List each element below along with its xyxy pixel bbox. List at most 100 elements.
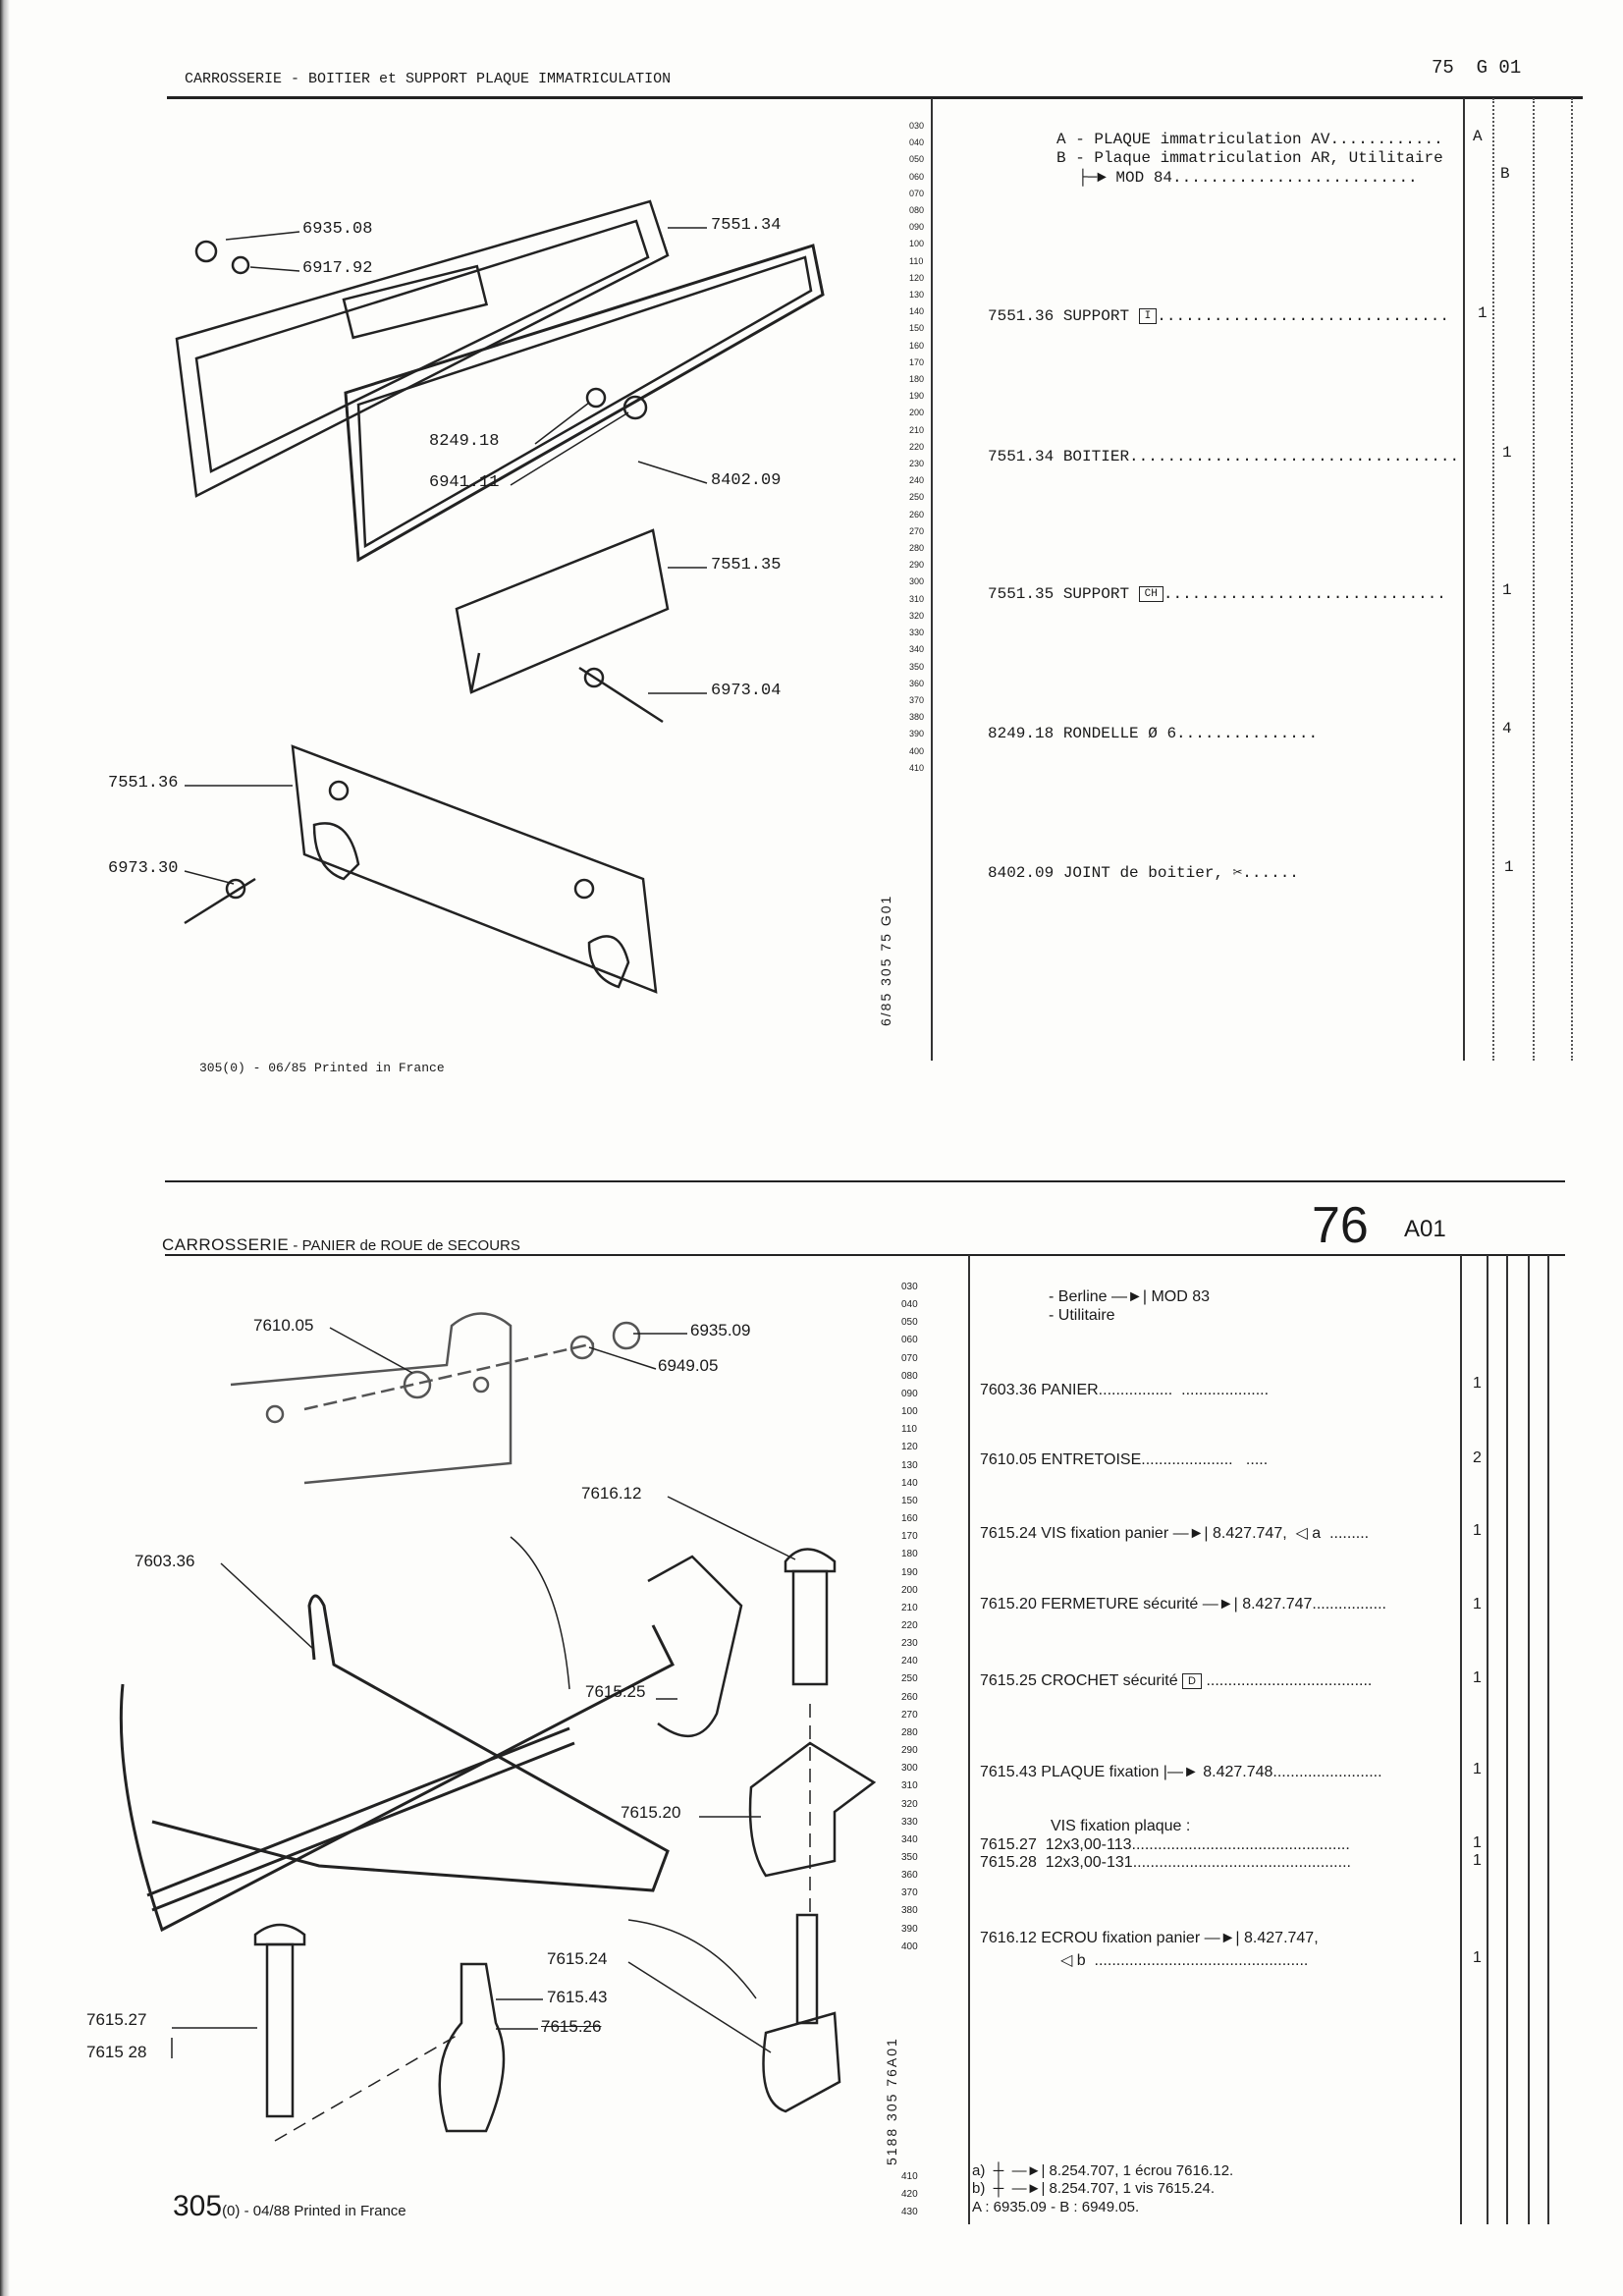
bottom-col-divider-2 (1487, 1255, 1488, 2224)
ruler-line-number: 330 (901, 1816, 918, 1828)
ruler-line-number: 350 (909, 661, 925, 672)
callout: 6935.08 (302, 220, 373, 239)
ruler-line-number: 360 (909, 678, 925, 688)
ruler-line-number: 150 (901, 1495, 918, 1506)
ruler-line-number: 190 (909, 391, 925, 402)
ruler-line-number: 210 (909, 424, 925, 435)
ruler-line-number: 280 (901, 1726, 918, 1738)
bottom-col-divider (968, 1255, 970, 2224)
parts-row: 8402.09 JOINT de boitier, ✂...... (988, 864, 1299, 882)
ruler-line-number: 240 (901, 1656, 918, 1667)
variant-b: B - Plaque immatriculation AR, Utilitair… (1056, 149, 1443, 167)
ruler-line-number: 400 (901, 1941, 918, 1952)
callout: 6949.05 (658, 1356, 719, 1375)
bottom-footer: 305(0) - 04/88 Printed in France (173, 2190, 406, 2222)
ruler-line-number: 170 (909, 356, 925, 367)
ruler-line-number: 230 (909, 459, 925, 469)
ruler-line-number: 320 (901, 1798, 918, 1810)
qty: 1 (1502, 444, 1512, 462)
bottom-page-title: CARROSSERIE - PANIER de ROUE de SECOURS (162, 1235, 520, 1254)
ruler-line-number: 370 (909, 694, 925, 705)
variant-berline: - Berline ―►| MOD 83 (1049, 1288, 1211, 1305)
callout: 7615.24 (547, 1949, 608, 1968)
top-exploded-diagram (175, 199, 825, 994)
top-page-title: CARROSSERIE - BOITIER et SUPPORT PLAQUE … (185, 71, 672, 87)
qty: 1 (1473, 1852, 1482, 1869)
ruler-line-number: 390 (901, 1923, 918, 1935)
ruler-line-number: 190 (901, 1566, 918, 1578)
scan-edge (0, 0, 10, 2296)
variant-a: A - PLAQUE immatriculation AV...........… (1056, 131, 1443, 148)
ruler-line-number: 290 (901, 1745, 918, 1757)
ruler-line-number: 180 (909, 374, 925, 385)
ruler-line-number: 220 (901, 1619, 918, 1631)
parts-row: 8249.18 RONDELLE Ø 6............... (988, 725, 1319, 742)
ruler-line-number: 060 (901, 1335, 918, 1346)
ruler-line-number: 320 (909, 610, 925, 621)
callout: 6973.04 (711, 682, 782, 700)
qty: 1 (1478, 304, 1488, 322)
qty: 1 (1473, 1522, 1482, 1539)
bottom-header-rule (165, 1254, 1565, 1256)
ruler-line-number: 420 (901, 2189, 918, 2201)
qty: 1 (1473, 1949, 1482, 1966)
callout: 6941.11 (429, 473, 500, 492)
ruler-line-number: 060 (909, 171, 925, 182)
callout: 7603.36 (135, 1552, 195, 1570)
parts-row: 7615.20 FERMETURE sécurité ―►| 8.427.747… (980, 1596, 1386, 1613)
ruler-line-number: 350 (901, 1852, 918, 1863)
parts-row: 7603.36 PANIER................. ........… (980, 1382, 1270, 1398)
ruler-line-number: 340 (909, 644, 925, 655)
badge-d: D (1182, 1672, 1202, 1689)
ruler-line-number: 380 (909, 712, 925, 723)
ruler-line-number: 080 (909, 205, 925, 216)
ruler-line-number: 090 (901, 1388, 918, 1399)
bottom-line-ruler-end: 410 420 430 (901, 2168, 918, 2221)
top-page-ref: 75 G 01 (1432, 57, 1522, 79)
ruler-line-number: 260 (909, 509, 925, 519)
ruler-line-number: 300 (901, 1763, 918, 1775)
parts-row: 7551.36 SUPPORT I.......................… (988, 307, 1449, 325)
ruler-line-number: 370 (901, 1887, 918, 1899)
ruler-line-number: 080 (901, 1370, 918, 1382)
ruler-line-number: 310 (909, 593, 925, 604)
top-qty-divider (1463, 98, 1465, 1061)
ruler-line-number: 430 (901, 2207, 918, 2218)
variant-b-column: B (1500, 165, 1510, 183)
bottom-col-divider-4 (1528, 1255, 1530, 2224)
parts-row: 7615.28 12x3,00-131.....................… (980, 1854, 1351, 1871)
callout: 8249.18 (429, 432, 500, 451)
callout: 7551.34 (711, 216, 782, 235)
ruler-line-number: 100 (909, 239, 925, 249)
ruler-line-number: 180 (901, 1549, 918, 1560)
callout: 7551.35 (711, 556, 782, 574)
callout-obsolete: 7615.26 (541, 2017, 602, 2036)
callout: 8402.09 (711, 471, 782, 490)
ruler-line-number: 290 (909, 560, 925, 571)
ruler-line-number: 030 (901, 1282, 918, 1292)
ruler-line-number: 250 (909, 492, 925, 503)
fasteners-drawing (253, 1536, 877, 2142)
ruler-line-number: 410 (901, 2171, 918, 2182)
footnote: a) ┼ ―►| 8.254.707, 1 écrou 7616.12. (972, 2162, 1234, 2179)
bottom-exploded-diagram (119, 1312, 877, 2142)
ruler-line-number: 400 (909, 745, 925, 756)
ruler-line-number: 040 (901, 1299, 918, 1311)
ruler-line-number: 090 (909, 222, 925, 233)
callout-leaders (184, 227, 708, 885)
ruler-line-number: 310 (901, 1780, 918, 1792)
top-col-divider-4 (1571, 98, 1573, 1061)
ruler-line-number: 270 (901, 1709, 918, 1721)
ruler-line-number: 220 (909, 441, 925, 452)
parts-row: 7551.35 SUPPORT CH......................… (988, 585, 1446, 603)
qty: 1 (1473, 1375, 1482, 1392)
qty: 1 (1504, 858, 1514, 876)
parts-row: 7615.43 PLAQUE fixation |―► 8.427.748...… (980, 1764, 1382, 1780)
panier-drawing (119, 1594, 676, 1933)
bottom-page-sub: A01 (1404, 1216, 1446, 1242)
qty: 1 (1473, 1761, 1482, 1777)
ruler-line-number: 140 (901, 1477, 918, 1489)
support-drawing (455, 528, 670, 694)
